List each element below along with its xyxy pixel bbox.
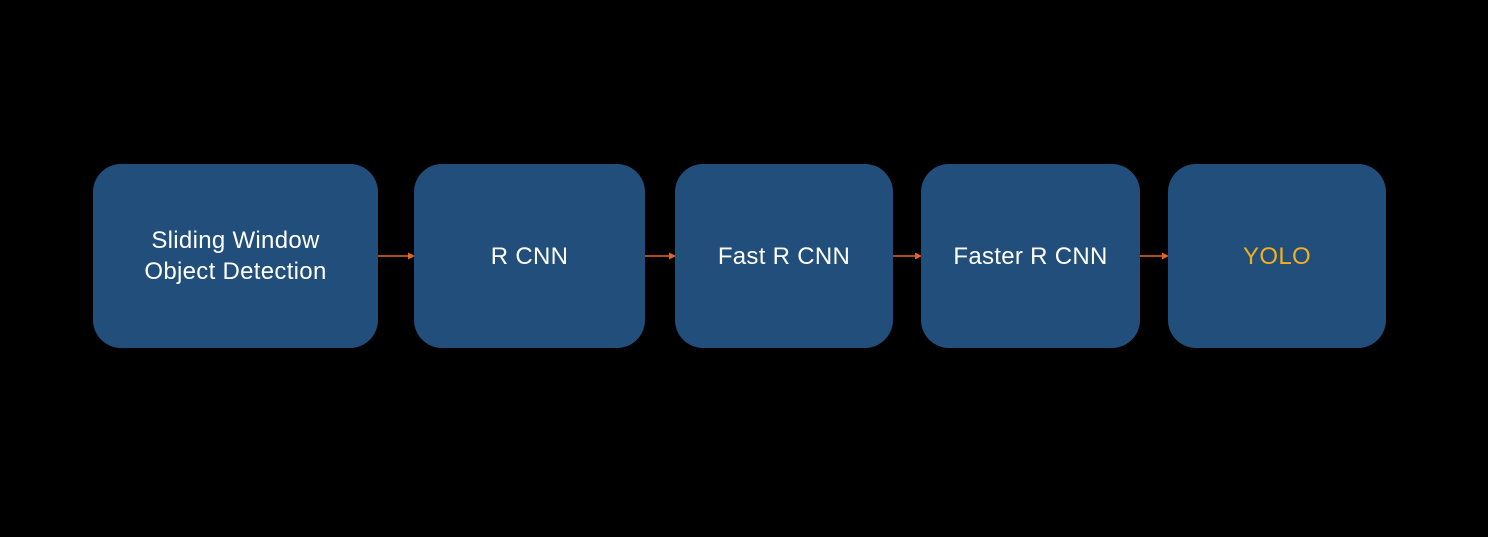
arrow-sliding-to-rcnn (378, 252, 415, 260)
node-label: Faster R CNN (953, 242, 1108, 270)
node-sliding-window: Sliding Window Object Detection (93, 164, 378, 348)
node-fast-r-cnn: Fast R CNN (675, 164, 893, 348)
node-faster-r-cnn: Faster R CNN (921, 164, 1140, 348)
arrow-rcnn-to-fast-rcnn (645, 252, 676, 260)
node-yolo: YOLO (1168, 164, 1386, 348)
node-label: Sliding Window Object Detection (144, 227, 327, 285)
node-label: Fast R CNN (717, 242, 851, 270)
arrow-faster-rcnn-to-yolo (1140, 252, 1169, 260)
node-label: R CNN (490, 242, 569, 270)
arrow-fast-to-faster-rcnn (893, 252, 922, 260)
node-r-cnn: R CNN (414, 164, 645, 348)
node-label-highlighted: YOLO (1243, 242, 1311, 270)
